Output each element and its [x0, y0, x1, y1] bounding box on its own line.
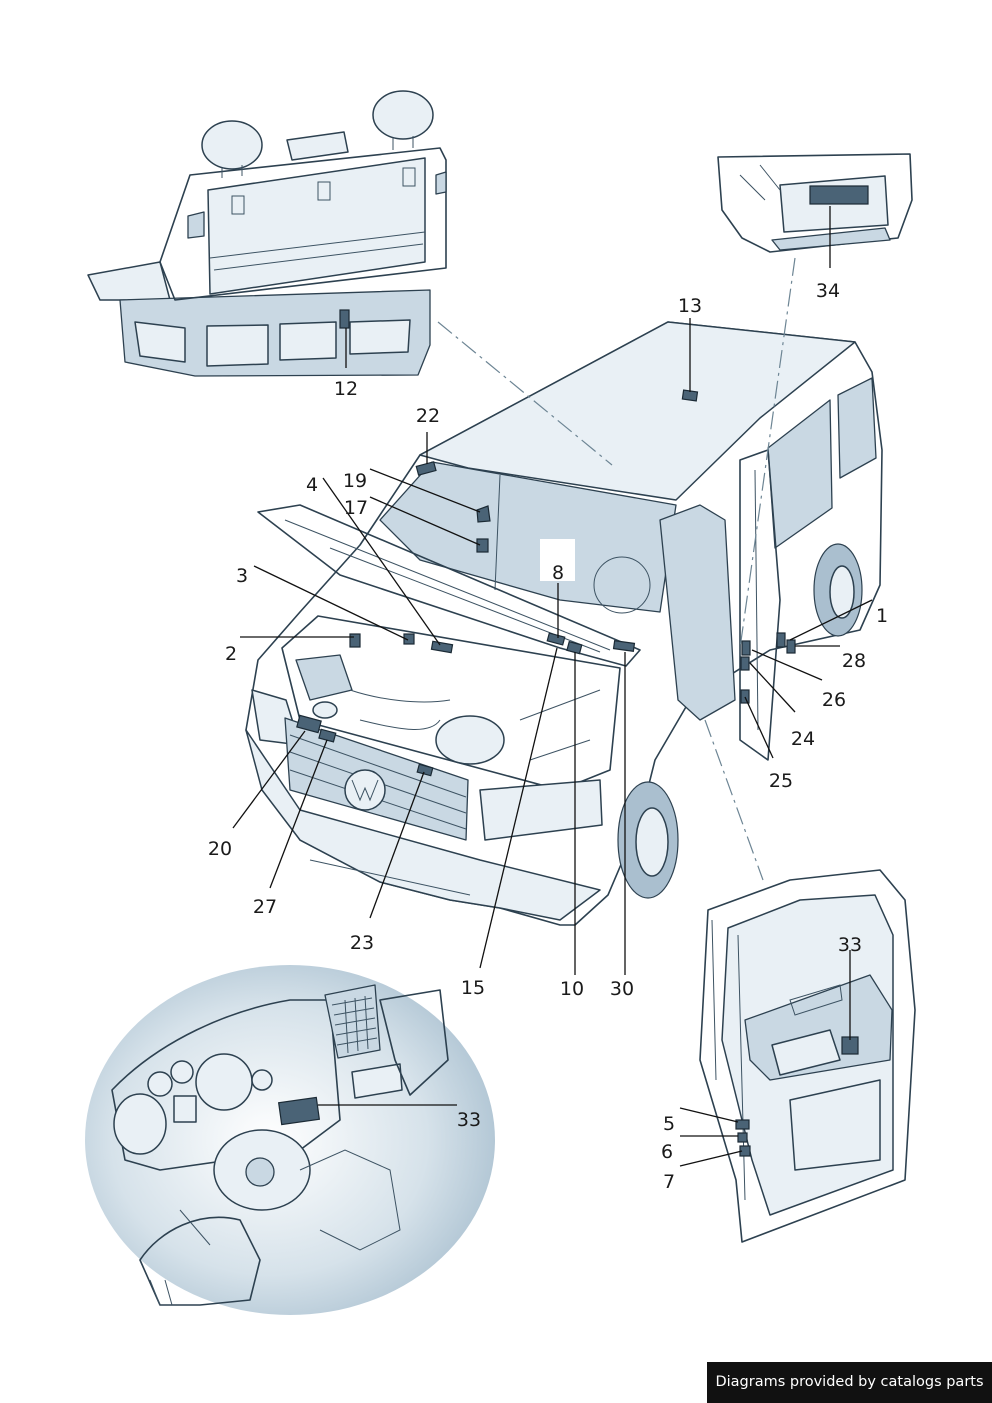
callout-2: 2 [225, 643, 237, 665]
reference-guide-lines [437, 257, 796, 881]
callout-3: 3 [236, 565, 248, 587]
callout-33-dash: 33 [457, 1109, 481, 1131]
callout-20: 20 [208, 838, 232, 860]
callout-5: 5 [663, 1113, 675, 1135]
callout-30: 30 [610, 978, 634, 1000]
callout-26: 26 [822, 689, 846, 711]
label-8-backing [540, 539, 575, 581]
callout-15: 15 [461, 977, 485, 999]
callout-10: 10 [560, 978, 584, 1000]
callout-13: 13 [678, 295, 702, 317]
callout-1: 1 [876, 605, 888, 627]
dashboard-illustration [85, 965, 495, 1315]
callout-24: 24 [791, 728, 815, 750]
callout-34: 34 [816, 280, 840, 302]
callout-19: 19 [343, 470, 367, 492]
callout-numbers: 22 19 17 4 3 2 8 13 12 34 1 28 26 24 25 … [208, 280, 888, 1193]
callout-33-door: 33 [838, 934, 862, 956]
callout-4: 4 [306, 474, 318, 496]
callout-7: 7 [663, 1171, 675, 1193]
leader-lines [232, 206, 873, 1167]
rear-bench-seat-illustration [87, 90, 447, 377]
label-12-marker [339, 309, 350, 329]
callout-25: 25 [769, 770, 793, 792]
callout-23: 23 [350, 932, 374, 954]
callout-17: 17 [344, 497, 368, 519]
sliding-door-illustration [699, 869, 916, 1243]
van-illustration [245, 321, 883, 926]
callout-12: 12 [334, 378, 358, 400]
label-34-marker [809, 185, 869, 205]
door-label-markers [735, 1036, 859, 1157]
callout-8: 8 [552, 562, 564, 584]
callout-6: 6 [661, 1141, 673, 1163]
van-label-markers [296, 389, 796, 777]
credit-footer: Diagrams provided by catalogs parts [707, 1362, 992, 1403]
callout-22: 22 [416, 405, 440, 427]
callout-27: 27 [253, 896, 277, 918]
callout-28: 28 [842, 650, 866, 672]
label-33-dash-marker [277, 1096, 321, 1126]
